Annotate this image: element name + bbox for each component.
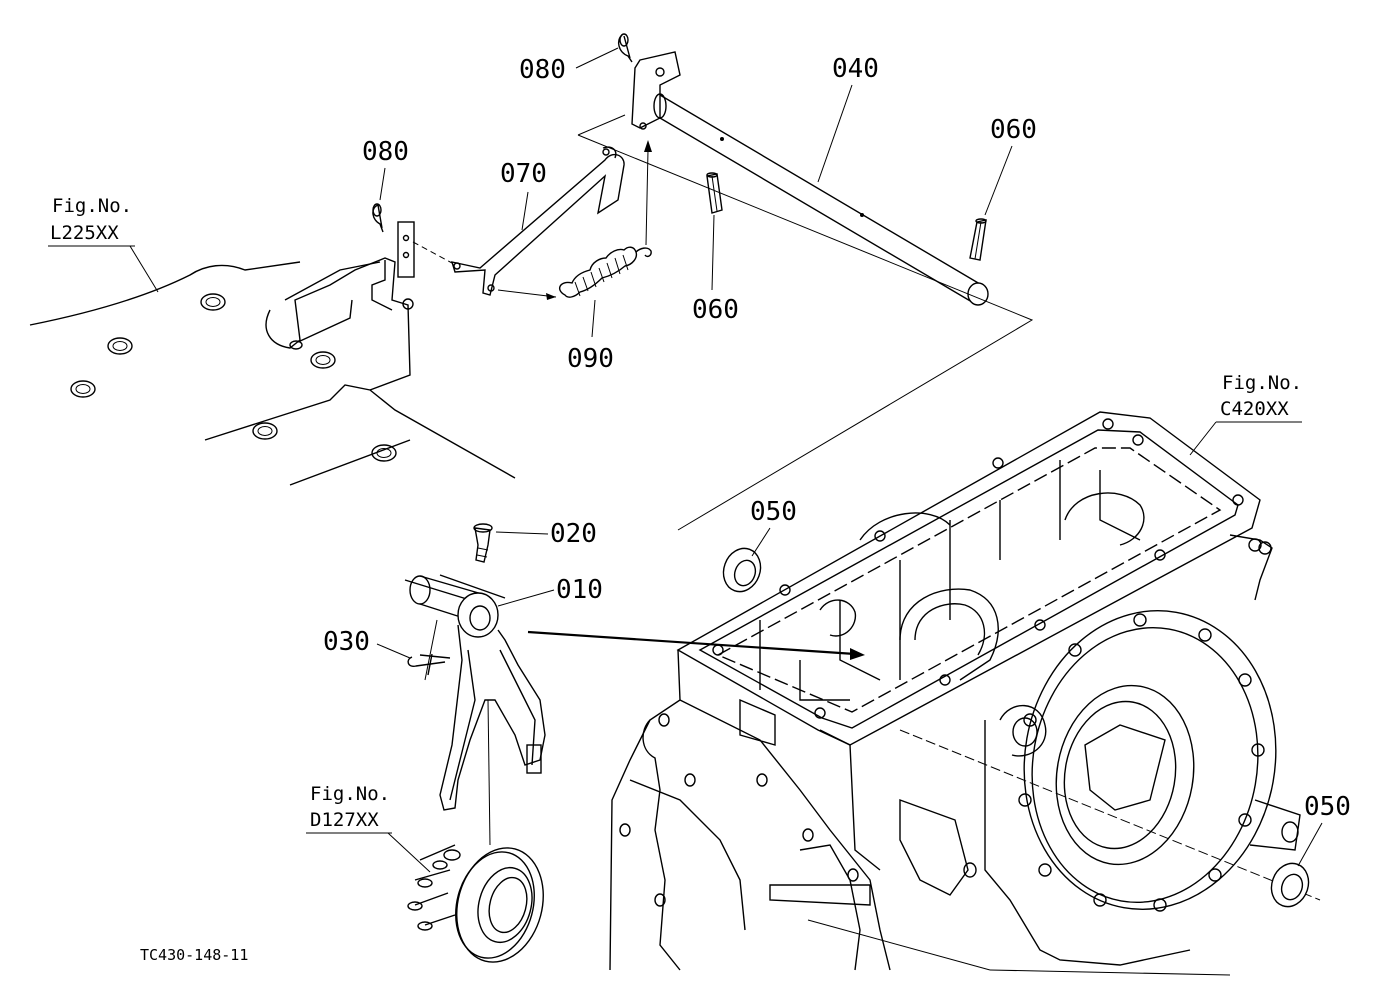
washer-icon [371, 444, 397, 462]
spring-pin-060-right [969, 218, 987, 261]
figure-ref-title: Fig.No. [310, 783, 390, 805]
callout-060-right: 060 [990, 115, 1037, 145]
callout-070: 070 [500, 159, 547, 189]
callout-060-mid: 060 [692, 295, 739, 325]
callout-040: 040 [832, 54, 879, 84]
callout-030: 030 [323, 627, 370, 657]
callout-080-top: 080 [519, 55, 566, 85]
callout-080-left: 080 [362, 137, 409, 167]
figure-ref-d127: Fig.No. D127XX [306, 783, 431, 873]
figure-ref-code: D127XX [310, 809, 379, 831]
left-plate-assembly [29, 221, 516, 486]
figure-ref-code: L225XX [50, 222, 119, 244]
washer-icon [70, 380, 96, 398]
bolt-holes [712, 418, 1272, 719]
release-bearing [407, 699, 544, 963]
cotter-pin-030 [407, 619, 451, 681]
rod-070 [450, 146, 625, 296]
figure-ref-code: C420XX [1220, 398, 1289, 420]
washer-icon [252, 422, 278, 440]
drawing-code: TC430-148-11 [140, 946, 248, 964]
callout-050-top: 050 [750, 497, 797, 527]
figure-ref-title: Fig.No. [52, 195, 132, 217]
callout-090: 090 [567, 344, 614, 374]
shift-fork-010 [404, 574, 546, 811]
figure-ref-title: Fig.No. [1222, 372, 1302, 394]
flange-bolt-holes [1018, 613, 1265, 912]
washer-icon [200, 293, 226, 311]
spring-090 [558, 246, 652, 298]
r-pin-080-left [372, 203, 384, 233]
washer-icon [310, 351, 336, 369]
spring-pin-060-mid [706, 172, 723, 214]
washer-icon [107, 337, 133, 355]
shaft-040 [577, 51, 1034, 531]
callout-020: 020 [550, 519, 597, 549]
callout-050-right: 050 [1304, 792, 1351, 822]
pin-020 [473, 523, 493, 563]
figure-ref-c420: Fig.No. C420XX [1189, 372, 1302, 456]
figure-ref-l225: Fig.No. L225XX [48, 195, 159, 293]
transmission-case [609, 411, 1321, 976]
oil-seal-050-top [722, 547, 762, 593]
oil-seal-050-right [1270, 862, 1310, 908]
callout-010: 010 [556, 575, 603, 605]
r-pin-080-top [617, 33, 633, 63]
